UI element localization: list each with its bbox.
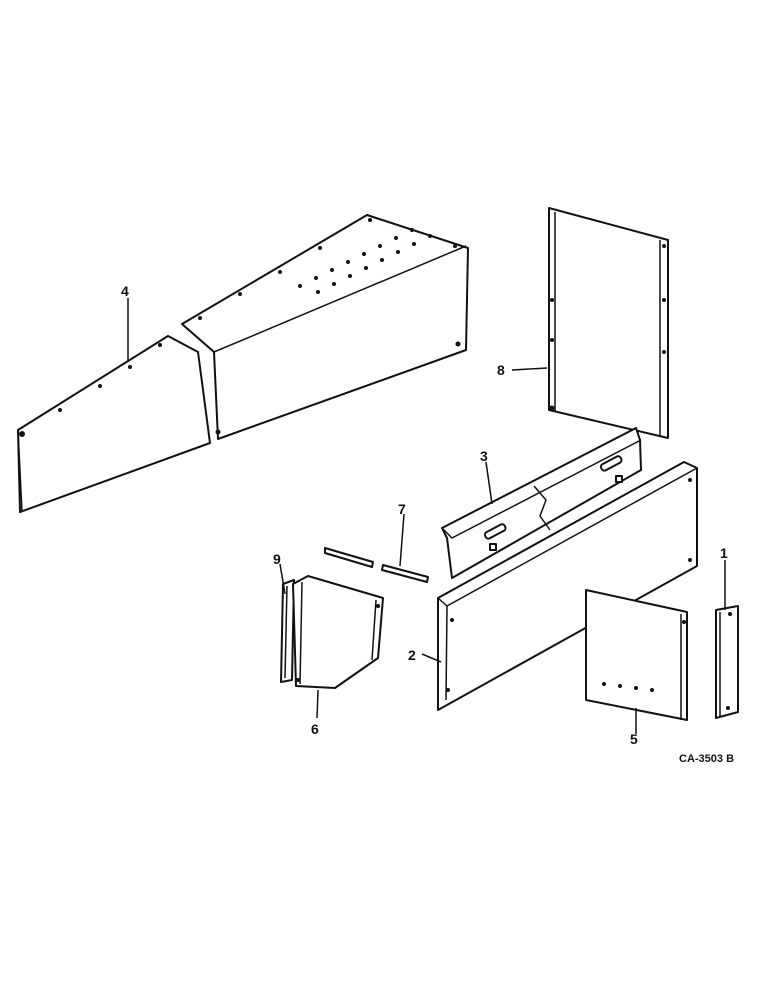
- leader-9: [279, 563, 286, 595]
- callout-1: 1: [720, 545, 728, 561]
- part-9-bar: [280, 579, 295, 683]
- leader-2: [421, 653, 442, 663]
- callout-8: 8: [497, 362, 505, 378]
- part-8-side-panel: [548, 207, 669, 439]
- part-1-angle-bracket: [715, 605, 739, 719]
- callout-6: 6: [311, 721, 319, 737]
- part-4-tapered-shield: [17, 214, 469, 513]
- callout-9: 9: [273, 551, 281, 567]
- leader-8: [511, 367, 548, 371]
- part-5-small-panel: [585, 589, 688, 721]
- callout-5: 5: [630, 731, 638, 747]
- callout-2: 2: [408, 647, 416, 663]
- leader-6: [316, 689, 319, 719]
- callout-7: 7: [398, 501, 406, 517]
- part-6-cover-plate: [292, 575, 384, 689]
- leader-3: [485, 461, 493, 505]
- callout-4: 4: [121, 283, 129, 299]
- part-3-slotted-bracket: [441, 427, 642, 579]
- figure-reference: CA-3503 B: [679, 753, 734, 765]
- leader-7: [399, 513, 405, 567]
- part-2-channel: [437, 461, 698, 711]
- callout-3: 3: [480, 448, 488, 464]
- part-7-strips: [324, 547, 429, 583]
